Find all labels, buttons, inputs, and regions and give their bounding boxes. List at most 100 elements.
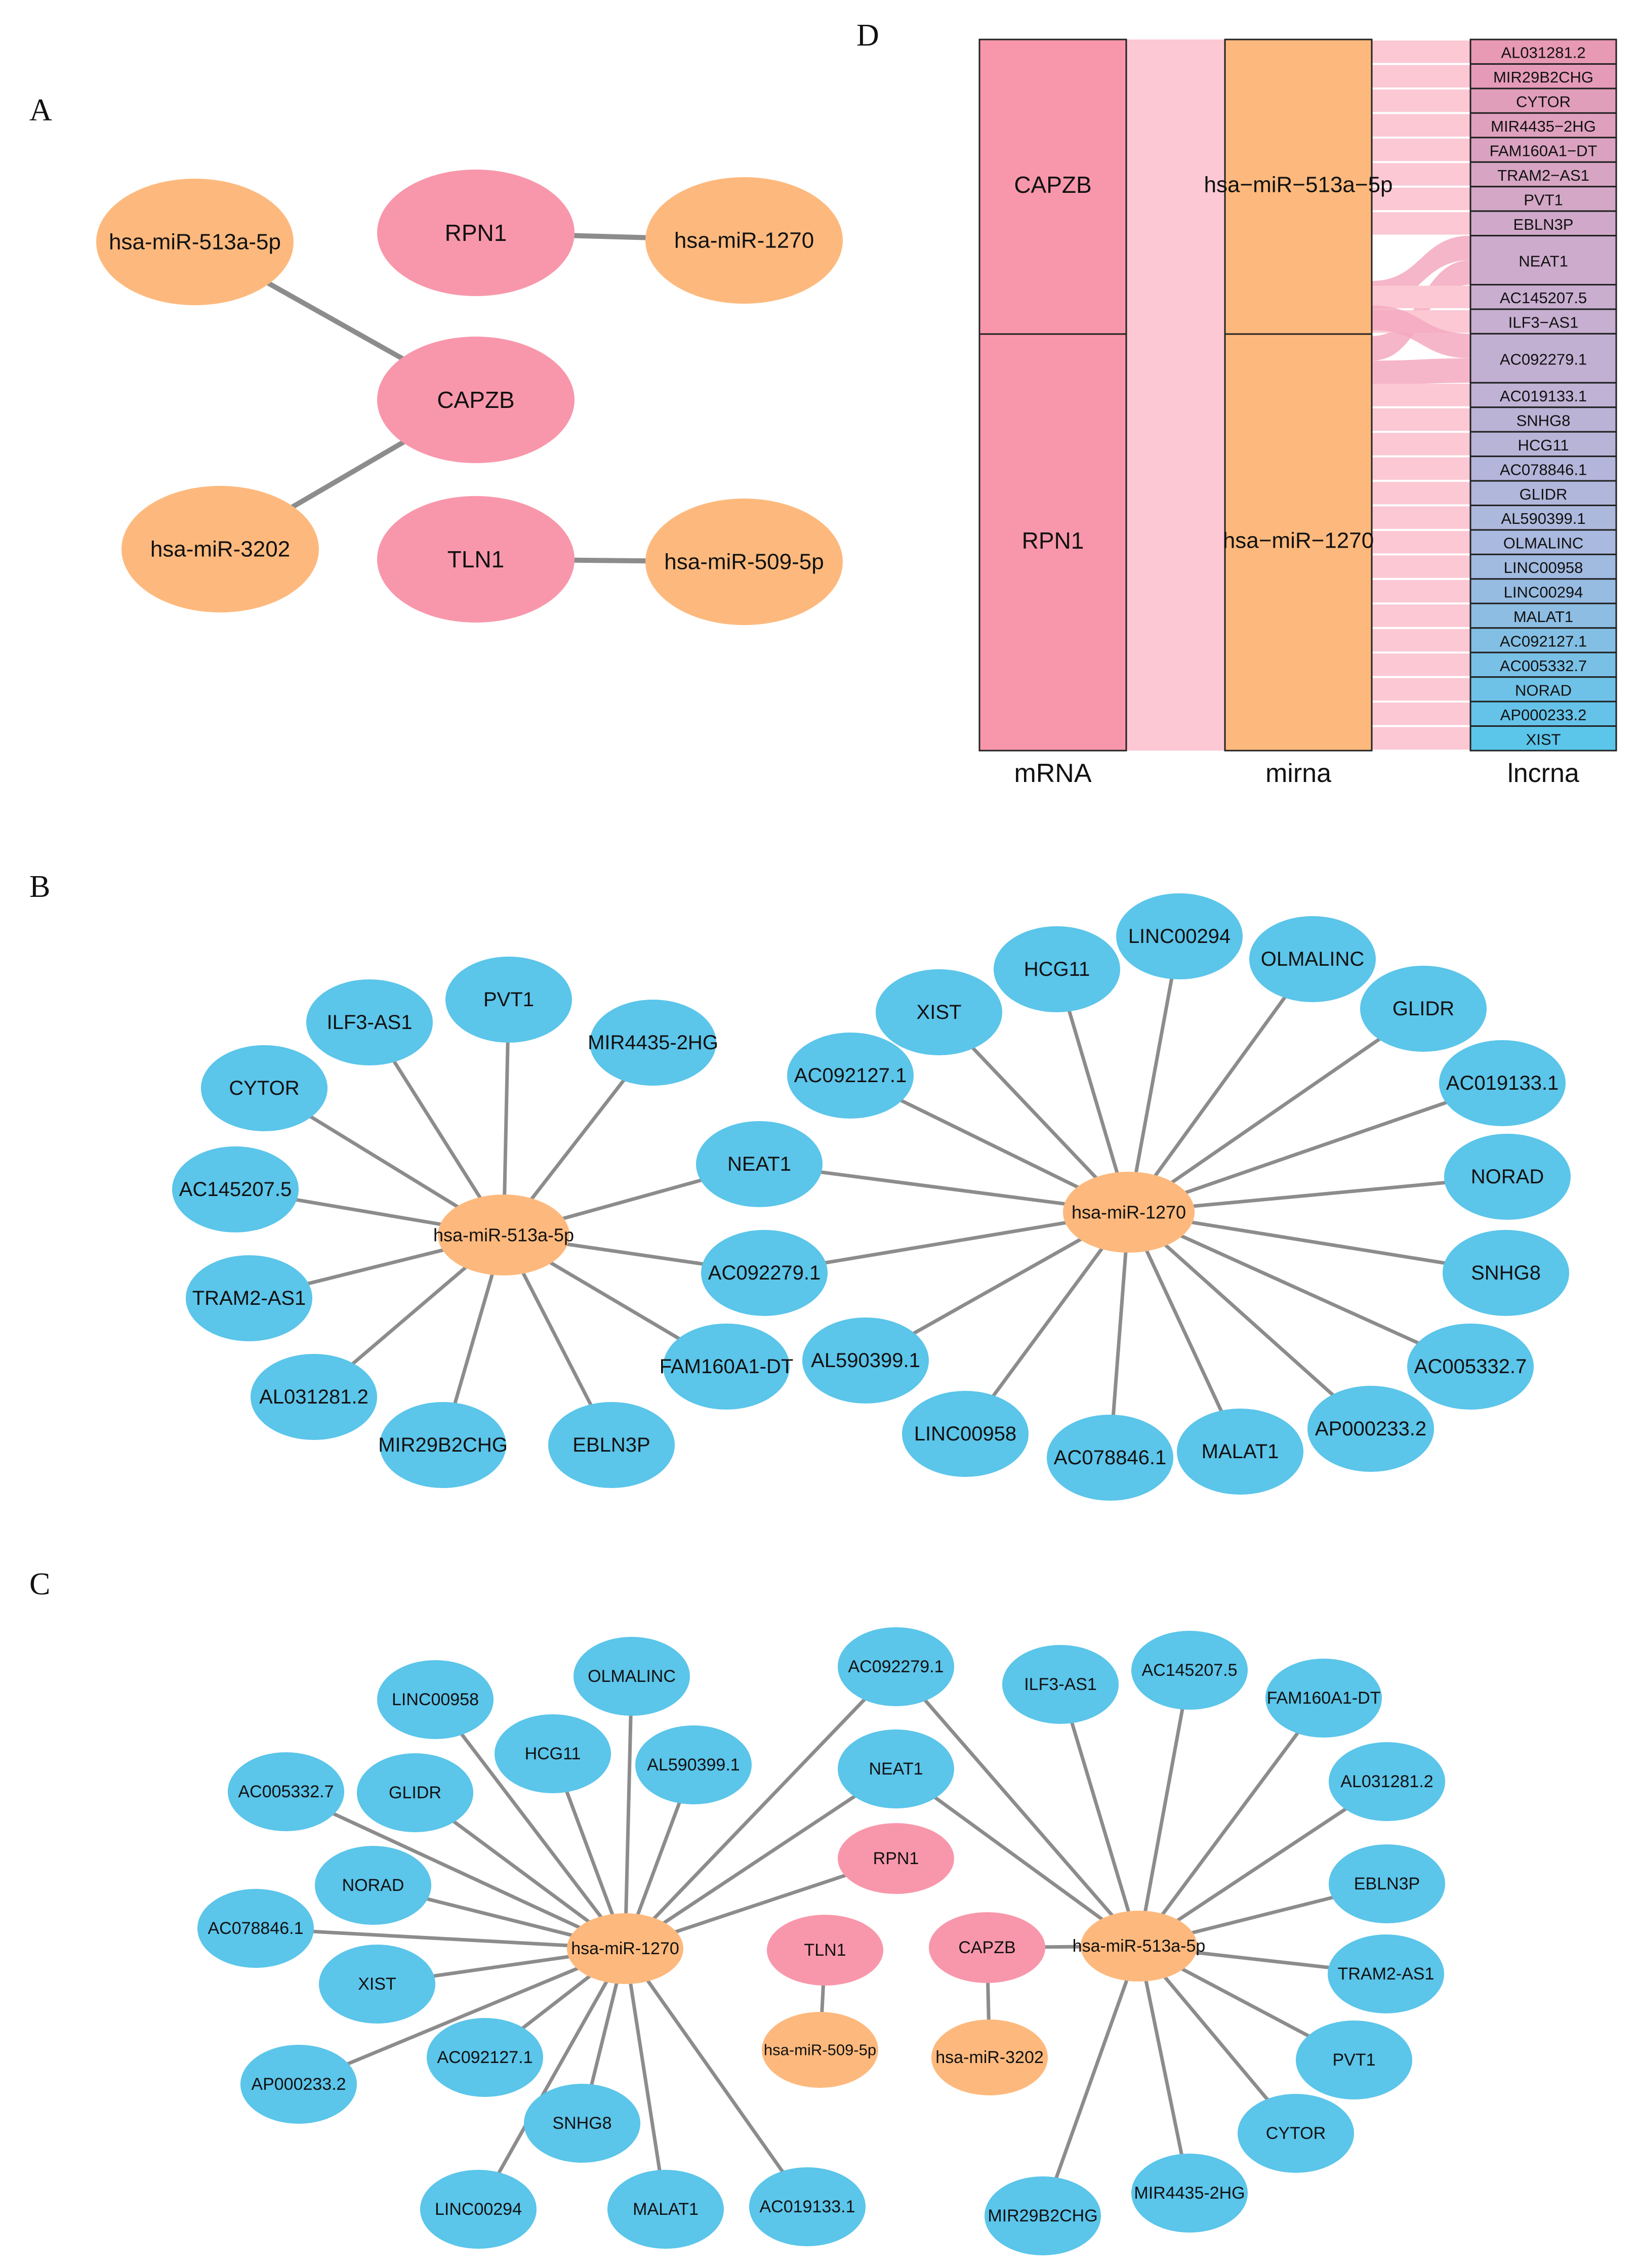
lncrna-box-ac019133-1[interactable]: AC019133.1 [1469, 382, 1617, 408]
lncrna-box-hcg11[interactable]: HCG11 [1469, 431, 1617, 458]
mirna-box-hsa-mir-1270[interactable]: hsa−miR−1270 [1223, 333, 1374, 752]
lncrna-box-xist[interactable]: XIST [1469, 725, 1617, 752]
node-ac019133-1[interactable]: AC019133.1 [1439, 1040, 1566, 1126]
node-neat1[interactable]: NEAT1 [838, 1729, 954, 1808]
lncrna-box-neat1[interactable]: NEAT1 [1469, 235, 1617, 285]
node-olmalinc[interactable]: OLMALINC [574, 1637, 690, 1716]
lncrna-box-ap000233-2[interactable]: AP000233.2 [1469, 700, 1617, 727]
lncrna-box-pvt1[interactable]: PVT1 [1469, 186, 1617, 212]
lncrna-box-cytor[interactable]: CYTOR [1469, 88, 1617, 114]
lncrna-box-linc00958[interactable]: LINC00958 [1469, 553, 1617, 580]
node-al590399-1[interactable]: AL590399.1 [802, 1317, 929, 1404]
node-malat1[interactable]: MALAT1 [607, 2170, 724, 2249]
node-ilf3-as1[interactable]: ILF3-AS1 [306, 979, 433, 1065]
node-linc00294[interactable]: LINC00294 [420, 2170, 537, 2249]
node-rpn1[interactable]: RPN1 [838, 1823, 954, 1894]
node-capzb[interactable]: CAPZB [377, 337, 575, 463]
node-hsa-mir-509-5p[interactable]: hsa-miR-509-5p [762, 2012, 878, 2088]
lncrna-box-ac078846-1[interactable]: AC078846.1 [1469, 456, 1617, 482]
node-capzb[interactable]: CAPZB [929, 1912, 1045, 1983]
node-snhg8[interactable]: SNHG8 [1443, 1230, 1569, 1316]
node-al031281-2[interactable]: AL031281.2 [1329, 1742, 1445, 1821]
lncrna-box-linc00294[interactable]: LINC00294 [1469, 578, 1617, 604]
node-glidr[interactable]: GLIDR [357, 1753, 473, 1832]
lncrna-box-mir29b2chg[interactable]: MIR29B2CHG [1469, 63, 1617, 90]
lncrna-box-malat1[interactable]: MALAT1 [1469, 602, 1617, 629]
lncrna-box-ilf3-as1[interactable]: ILF3−AS1 [1469, 308, 1617, 335]
lncrna-box-al031281-2[interactable]: AL031281.2 [1469, 38, 1617, 65]
lncrna-box-glidr[interactable]: GLIDR [1469, 480, 1617, 507]
node-ebln3p[interactable]: EBLN3P [1329, 1844, 1445, 1923]
node-ap000233-2[interactable]: AP000233.2 [240, 2045, 357, 2124]
lncrna-box-tram2-as1[interactable]: TRAM2−AS1 [1469, 161, 1617, 188]
node-ac092127-1[interactable]: AC092127.1 [427, 2018, 543, 2097]
node-linc00958[interactable]: LINC00958 [902, 1391, 1029, 1477]
node-ap000233-2[interactable]: AP000233.2 [1307, 1386, 1434, 1472]
node-ac092279-1[interactable]: AC092279.1 [701, 1230, 828, 1316]
node-hcg11[interactable]: HCG11 [994, 926, 1120, 1012]
lncrna-box-ebln3p[interactable]: EBLN3P [1469, 210, 1617, 237]
node-al031281-2[interactable]: AL031281.2 [251, 1354, 377, 1440]
node-hsa-mir-3202[interactable]: hsa-miR-3202 [121, 486, 319, 612]
lncrna-box-mir4435-2hg[interactable]: MIR4435−2HG [1469, 112, 1617, 139]
node-cytor[interactable]: CYTOR [1238, 2094, 1354, 2173]
node-ac019133-1[interactable]: AC019133.1 [749, 2167, 866, 2246]
node-hsa-mir-1270[interactable]: hsa-miR-1270 [645, 177, 843, 304]
node-ac145207-5[interactable]: AC145207.5 [172, 1146, 299, 1232]
node-hcg11[interactable]: HCG11 [495, 1714, 611, 1793]
node-hsa-mir-1270[interactable]: hsa-miR-1270 [567, 1913, 683, 1984]
node-tram2-as1[interactable]: TRAM2-AS1 [1328, 1934, 1444, 2013]
node-xist[interactable]: XIST [876, 969, 1002, 1055]
node-mir4435-2hg[interactable]: MIR4435-2HG [1131, 2154, 1248, 2233]
node-malat1[interactable]: MALAT1 [1177, 1409, 1303, 1495]
node-mir4435-2hg[interactable]: MIR4435-2HG [588, 1000, 718, 1086]
lncrna-box-olmalinc[interactable]: OLMALINC [1469, 529, 1617, 555]
node-tram2-as1[interactable]: TRAM2-AS1 [186, 1255, 312, 1341]
mirna-box-hsa-mir-513a-5p[interactable]: hsa−miR−513a−5p [1204, 38, 1393, 335]
node-norad[interactable]: NORAD [315, 1846, 431, 1925]
lncrna-box-ac092279-1[interactable]: AC092279.1 [1469, 333, 1617, 384]
node-pvt1[interactable]: PVT1 [1296, 2020, 1412, 2099]
node-ac078846-1[interactable]: AC078846.1 [197, 1889, 314, 1968]
node-glidr[interactable]: GLIDR [1360, 966, 1487, 1052]
node-hsa-mir-3202[interactable]: hsa-miR-3202 [931, 2019, 1048, 2095]
node-fam160a1-dt[interactable]: FAM160A1-DT [1265, 1659, 1382, 1738]
node-ac005332-7[interactable]: AC005332.7 [1407, 1324, 1534, 1410]
lncrna-box-ac145207-5[interactable]: AC145207.5 [1469, 283, 1617, 310]
node-olmalinc[interactable]: OLMALINC [1249, 916, 1376, 1002]
lncrna-box-fam160a1-dt[interactable]: FAM160A1−DT [1469, 137, 1617, 163]
node-hsa-mir-513a-5p[interactable]: hsa-miR-513a-5p [96, 179, 294, 305]
lncrna-box-ac092127-1[interactable]: AC092127.1 [1469, 627, 1617, 653]
mrna-box-rpn1[interactable]: RPN1 [978, 333, 1127, 752]
node-fam160a1-dt[interactable]: FAM160A1-DT [660, 1324, 794, 1410]
node-tln1[interactable]: TLN1 [377, 496, 575, 623]
node-ac078846-1[interactable]: AC078846.1 [1047, 1415, 1173, 1501]
mrna-box-capzb[interactable]: CAPZB [978, 38, 1127, 335]
node-ebln3p[interactable]: EBLN3P [548, 1402, 675, 1488]
node-neat1[interactable]: NEAT1 [696, 1121, 823, 1207]
node-al590399-1[interactable]: AL590399.1 [635, 1725, 752, 1804]
node-ac092127-1[interactable]: AC092127.1 [787, 1033, 914, 1119]
node-tln1[interactable]: TLN1 [767, 1915, 883, 1986]
node-hsa-mir-1270[interactable]: hsa-miR-1270 [1063, 1172, 1195, 1253]
node-cytor[interactable]: CYTOR [201, 1045, 327, 1131]
node-hsa-mir-513a-5p[interactable]: hsa-miR-513a-5p [433, 1194, 574, 1275]
node-hsa-mir-513a-5p[interactable]: hsa-miR-513a-5p [1073, 1911, 1206, 1982]
lncrna-box-ac005332-7[interactable]: AC005332.7 [1469, 651, 1617, 678]
node-xist[interactable]: XIST [319, 1945, 435, 2024]
node-norad[interactable]: NORAD [1444, 1134, 1571, 1220]
node-pvt1[interactable]: PVT1 [445, 957, 572, 1043]
node-ac145207-5[interactable]: AC145207.5 [1131, 1631, 1248, 1710]
node-ac005332-7[interactable]: AC005332.7 [228, 1752, 344, 1831]
node-ac092279-1[interactable]: AC092279.1 [838, 1627, 954, 1706]
lncrna-box-snhg8[interactable]: SNHG8 [1469, 406, 1617, 433]
node-rpn1[interactable]: RPN1 [377, 170, 575, 296]
lncrna-box-al590399-1[interactable]: AL590399.1 [1469, 505, 1617, 531]
node-snhg8[interactable]: SNHG8 [524, 2084, 640, 2163]
node-linc00294[interactable]: LINC00294 [1116, 893, 1243, 979]
node-hsa-mir-509-5p[interactable]: hsa-miR-509-5p [645, 499, 843, 625]
node-linc00958[interactable]: LINC00958 [377, 1660, 494, 1739]
lncrna-box-norad[interactable]: NORAD [1469, 676, 1617, 703]
node-mir29b2chg[interactable]: MIR29B2CHG [378, 1402, 508, 1488]
node-ilf3-as1[interactable]: ILF3-AS1 [1002, 1645, 1119, 1724]
